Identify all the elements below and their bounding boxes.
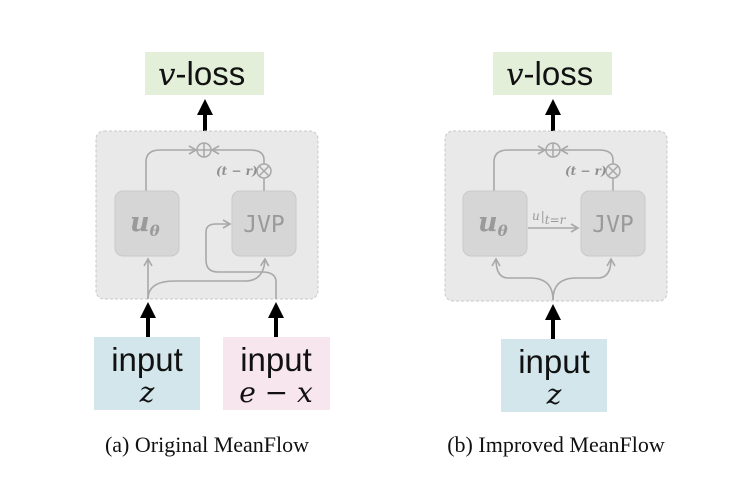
input-z-box-a	[94, 337, 200, 410]
u-theta-node-b	[462, 190, 528, 257]
output-arrowhead-a	[197, 99, 213, 115]
u-theta-sub-b: θ	[498, 222, 508, 240]
edge-label-sub-b: t=r	[545, 213, 567, 227]
svg-text:v-loss: v-loss	[506, 55, 593, 93]
input-ex-label-a: input	[240, 341, 312, 378]
loss-box-b	[493, 52, 612, 95]
loss-text-b: -loss	[524, 55, 594, 92]
input-z-label-b: input	[518, 343, 590, 380]
input-z-var-a: z	[139, 376, 155, 409]
u-theta-main-b: u	[478, 207, 498, 238]
output-arrowhead-b	[545, 99, 561, 115]
edge-label-main-b: u	[532, 209, 540, 223]
edge-z-to-jvp-a	[147, 257, 270, 300]
svg-text:uθ: uθ	[130, 207, 160, 240]
u-theta-node-a	[114, 190, 180, 257]
loss-var-b: v	[506, 57, 524, 93]
input-z-var-b: z	[546, 378, 562, 411]
svg-text:uθ: uθ	[478, 207, 508, 240]
input-arrowhead-z-b	[545, 304, 561, 320]
jvp-node-a	[231, 190, 297, 257]
edge-ex-to-jvp-a	[205, 219, 277, 299]
edge-mul-to-sum-a	[210, 145, 265, 164]
scale-label-b: (t − r)	[565, 164, 607, 178]
input-arrowhead-z-a	[140, 302, 156, 318]
input-z-box-b	[501, 339, 607, 412]
jvp-label-a: JVP	[243, 212, 285, 238]
input-ex-box-a	[223, 337, 330, 410]
svg-text:u|t=r: u|t=r	[532, 209, 567, 227]
input-arrowhead-ex-a	[268, 302, 284, 318]
jvp-label-b: JVP	[592, 212, 634, 238]
edge-z-to-u-b	[491, 257, 554, 301]
loss-box-a	[145, 52, 264, 95]
caption-b: (b) Improved MeanFlow	[447, 432, 665, 457]
caption-a: (a) Original MeanFlow	[105, 432, 309, 457]
edge-z-to-jvp-b	[552, 257, 616, 301]
input-ex-var-a: e − x	[239, 376, 313, 409]
u-theta-main-a: u	[130, 207, 150, 238]
loss-var-a: v	[158, 57, 176, 93]
edge-mul-to-sum-b	[559, 145, 614, 164]
edge-u-to-sum-a	[145, 145, 198, 191]
scale-label-a: (t − r)	[216, 164, 258, 178]
edge-u-to-sum-b	[493, 145, 547, 191]
loss-text-a: -loss	[176, 55, 246, 92]
u-theta-sub-a: θ	[150, 222, 160, 240]
svg-text:v-loss: v-loss	[158, 55, 245, 93]
panel-a: v-loss (t − r) uθ JVP	[94, 52, 330, 457]
jvp-node-b	[580, 190, 646, 257]
input-z-label-a: input	[111, 341, 183, 378]
panel-b: v-loss (t − r) uθ JVP u|t=r in	[444, 52, 668, 457]
